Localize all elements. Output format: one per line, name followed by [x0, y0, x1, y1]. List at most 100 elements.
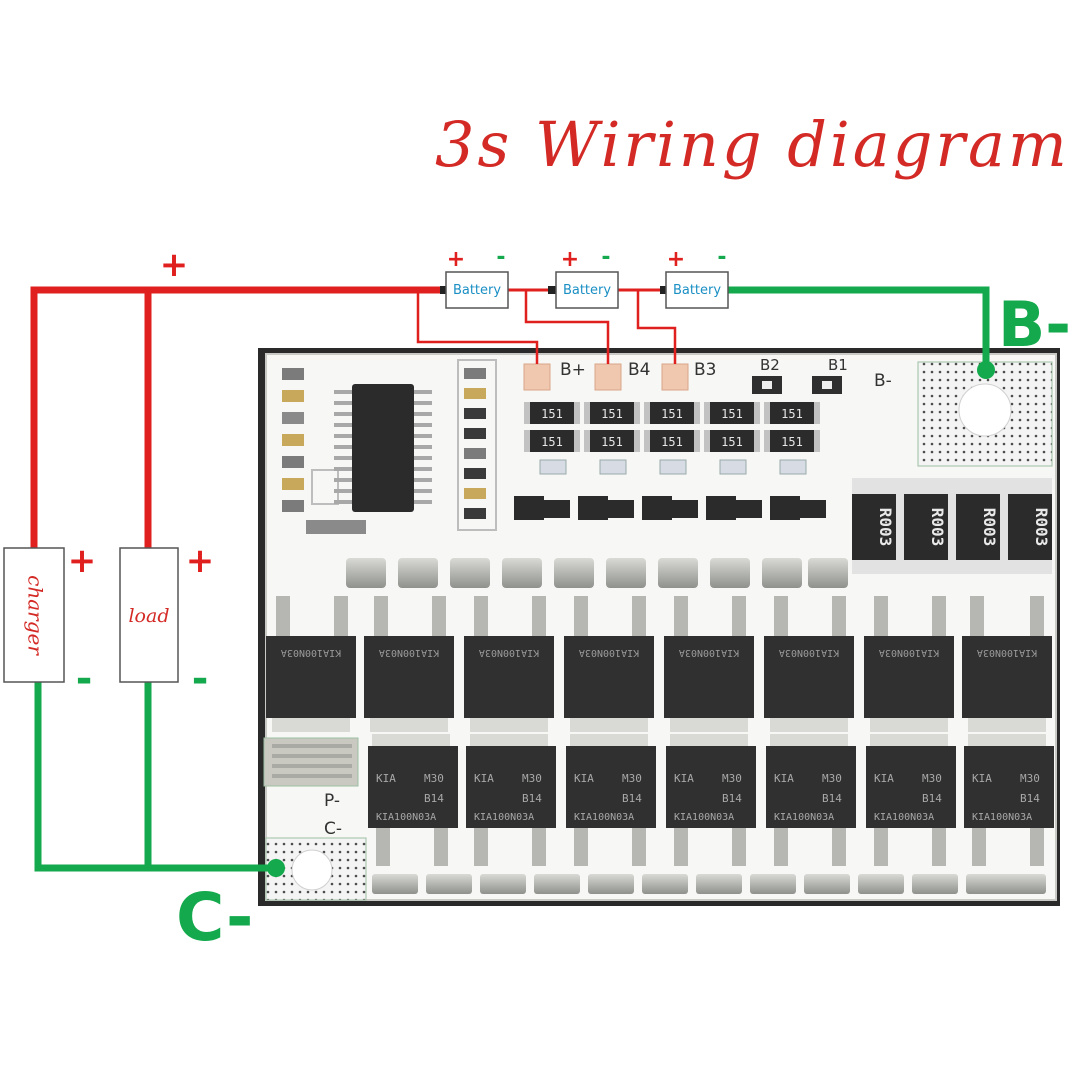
battery-2: Battery + - [555, 245, 619, 309]
mosfet-marking: KIA100N03A [879, 647, 939, 658]
mosfet-marking: KIA100N03A [281, 647, 341, 658]
mosfet-marking: KIA100N03A [679, 647, 739, 658]
positive-rail-sign: + [160, 245, 189, 285]
resistor-marking: 151 [601, 435, 623, 449]
resistor-marking: 151 [541, 435, 563, 449]
mosfet-marking: M30 [922, 772, 942, 785]
b-minus-solder-point [977, 361, 995, 379]
mosfet-marking: B14 [522, 792, 542, 805]
mosfet-marking: KIA [874, 772, 894, 785]
mosfet-row-top: KIA100N03A KIA100N03A KIA100N03A KIA100N… [266, 596, 1052, 732]
battery-3: Battery + - [665, 245, 729, 309]
battery-plus-sign: + [447, 247, 465, 272]
balance-leds [539, 459, 807, 475]
mosfet-marking: KIA100N03A [779, 647, 839, 658]
mosfet-marking: KIA [972, 772, 992, 785]
pad-label-b1: B1 [828, 356, 848, 374]
pad-label-b-minus: B- [874, 371, 892, 391]
mosfet-marking: KIA100N03A [674, 812, 734, 823]
mosfet-marking: M30 [522, 772, 542, 785]
load-box: load [119, 547, 179, 683]
balance-resistors: 151 151 151 151 151 151 151 151 151 151 [524, 402, 820, 452]
mosfet-marking: KIA100N03A [479, 647, 539, 658]
charger-label: charger [24, 575, 48, 656]
mosfet-marking: KIA100N03A [874, 812, 934, 823]
battery-plus-sign: + [561, 247, 579, 272]
mosfet-marking: M30 [424, 772, 444, 785]
shunt-marking: R003 [876, 508, 895, 547]
mosfet-marking: KIA100N03A [972, 812, 1032, 823]
c-minus-solder-point [267, 859, 285, 877]
mosfet-marking: KIA100N03A [379, 647, 439, 658]
mosfet-marking: B14 [922, 792, 942, 805]
battery-plus-sign: + [667, 247, 685, 272]
mosfet-marking: B14 [1020, 792, 1040, 805]
mosfet-marking: KIA100N03A [774, 812, 834, 823]
mosfet-marking: KIA [674, 772, 694, 785]
mosfet-marking: B14 [822, 792, 842, 805]
resistor-marking: 151 [781, 407, 803, 421]
upper-tab-row [346, 558, 848, 588]
resistor-marking: 151 [541, 407, 563, 421]
chip-side-components [457, 359, 497, 531]
mosfet-marking: KIA [376, 772, 396, 785]
pad-label-c-minus: C- [324, 819, 342, 839]
battery-label: Battery [673, 283, 721, 298]
battery-connectors [440, 286, 668, 294]
shunt-marking: R003 [1032, 508, 1051, 547]
resistor-marking: 151 [601, 407, 623, 421]
battery-1: Battery + - [445, 245, 509, 309]
pad-label-b-plus: B+ [560, 360, 586, 380]
b-minus-label: B- [998, 288, 1071, 361]
resistor-marking: 151 [781, 435, 803, 449]
mosfet-marking: KIA100N03A [474, 812, 534, 823]
mosfet-marking: KIA [574, 772, 594, 785]
load-minus-sign: - [192, 656, 209, 702]
mosfet-marking: M30 [1020, 772, 1040, 785]
bms-chip [334, 384, 432, 512]
pad-label-b3: B3 [694, 360, 716, 380]
resistor-marking: 151 [661, 435, 683, 449]
mosfet-marking: KIA [474, 772, 494, 785]
pad-label-p-minus: P- [324, 791, 340, 811]
mosfet-marking: KIA100N03A [376, 812, 436, 823]
mosfet-marking: B14 [722, 792, 742, 805]
diagram-title: 3s Wiring diagram [435, 108, 1070, 181]
resistor-marking: 151 [721, 435, 743, 449]
shunt-marking: R003 [980, 508, 999, 547]
balance-transistors [514, 496, 826, 520]
mosfet-marking: KIA100N03A [579, 647, 639, 658]
mosfet-row-bottom: KIA M30 B14 KIA100N03A KIA M30 B14 KIA10… [368, 734, 1054, 866]
charger-box: charger [3, 547, 65, 683]
c-minus-label: C- [176, 879, 253, 956]
battery-label: Battery [453, 283, 501, 298]
load-label: load [128, 605, 169, 627]
b-minus-terminal-area [917, 361, 1053, 467]
battery-minus-sign: - [601, 245, 610, 270]
balance-pads [523, 363, 842, 394]
shunt-resistors: R003 R003 R003 R003 [852, 478, 1052, 574]
shunt-marking: R003 [928, 508, 947, 547]
positive-wires [30, 286, 677, 548]
charger-plus-sign: + [68, 541, 97, 581]
pad-label-b2: B2 [760, 356, 780, 374]
battery-minus-sign: - [496, 245, 505, 270]
battery-label: Battery [563, 283, 611, 298]
left-smd-column [282, 368, 366, 534]
mosfet-marking: M30 [722, 772, 742, 785]
mosfet-marking: KIA [774, 772, 794, 785]
mosfet-marking: KIA100N03A [574, 812, 634, 823]
mosfet-marking: M30 [622, 772, 642, 785]
load-plus-sign: + [186, 541, 215, 581]
negative-wires [34, 286, 990, 872]
mosfet-marking: M30 [822, 772, 842, 785]
resistor-marking: 151 [661, 407, 683, 421]
battery-minus-sign: - [717, 245, 726, 270]
mosfet-marking: KIA100N03A [977, 647, 1037, 658]
bottom-tab-row [372, 874, 1046, 894]
resistor-marking: 151 [721, 407, 743, 421]
mosfet-marking: B14 [424, 792, 444, 805]
charger-minus-sign: - [76, 656, 93, 702]
pad-label-b4: B4 [628, 360, 650, 380]
